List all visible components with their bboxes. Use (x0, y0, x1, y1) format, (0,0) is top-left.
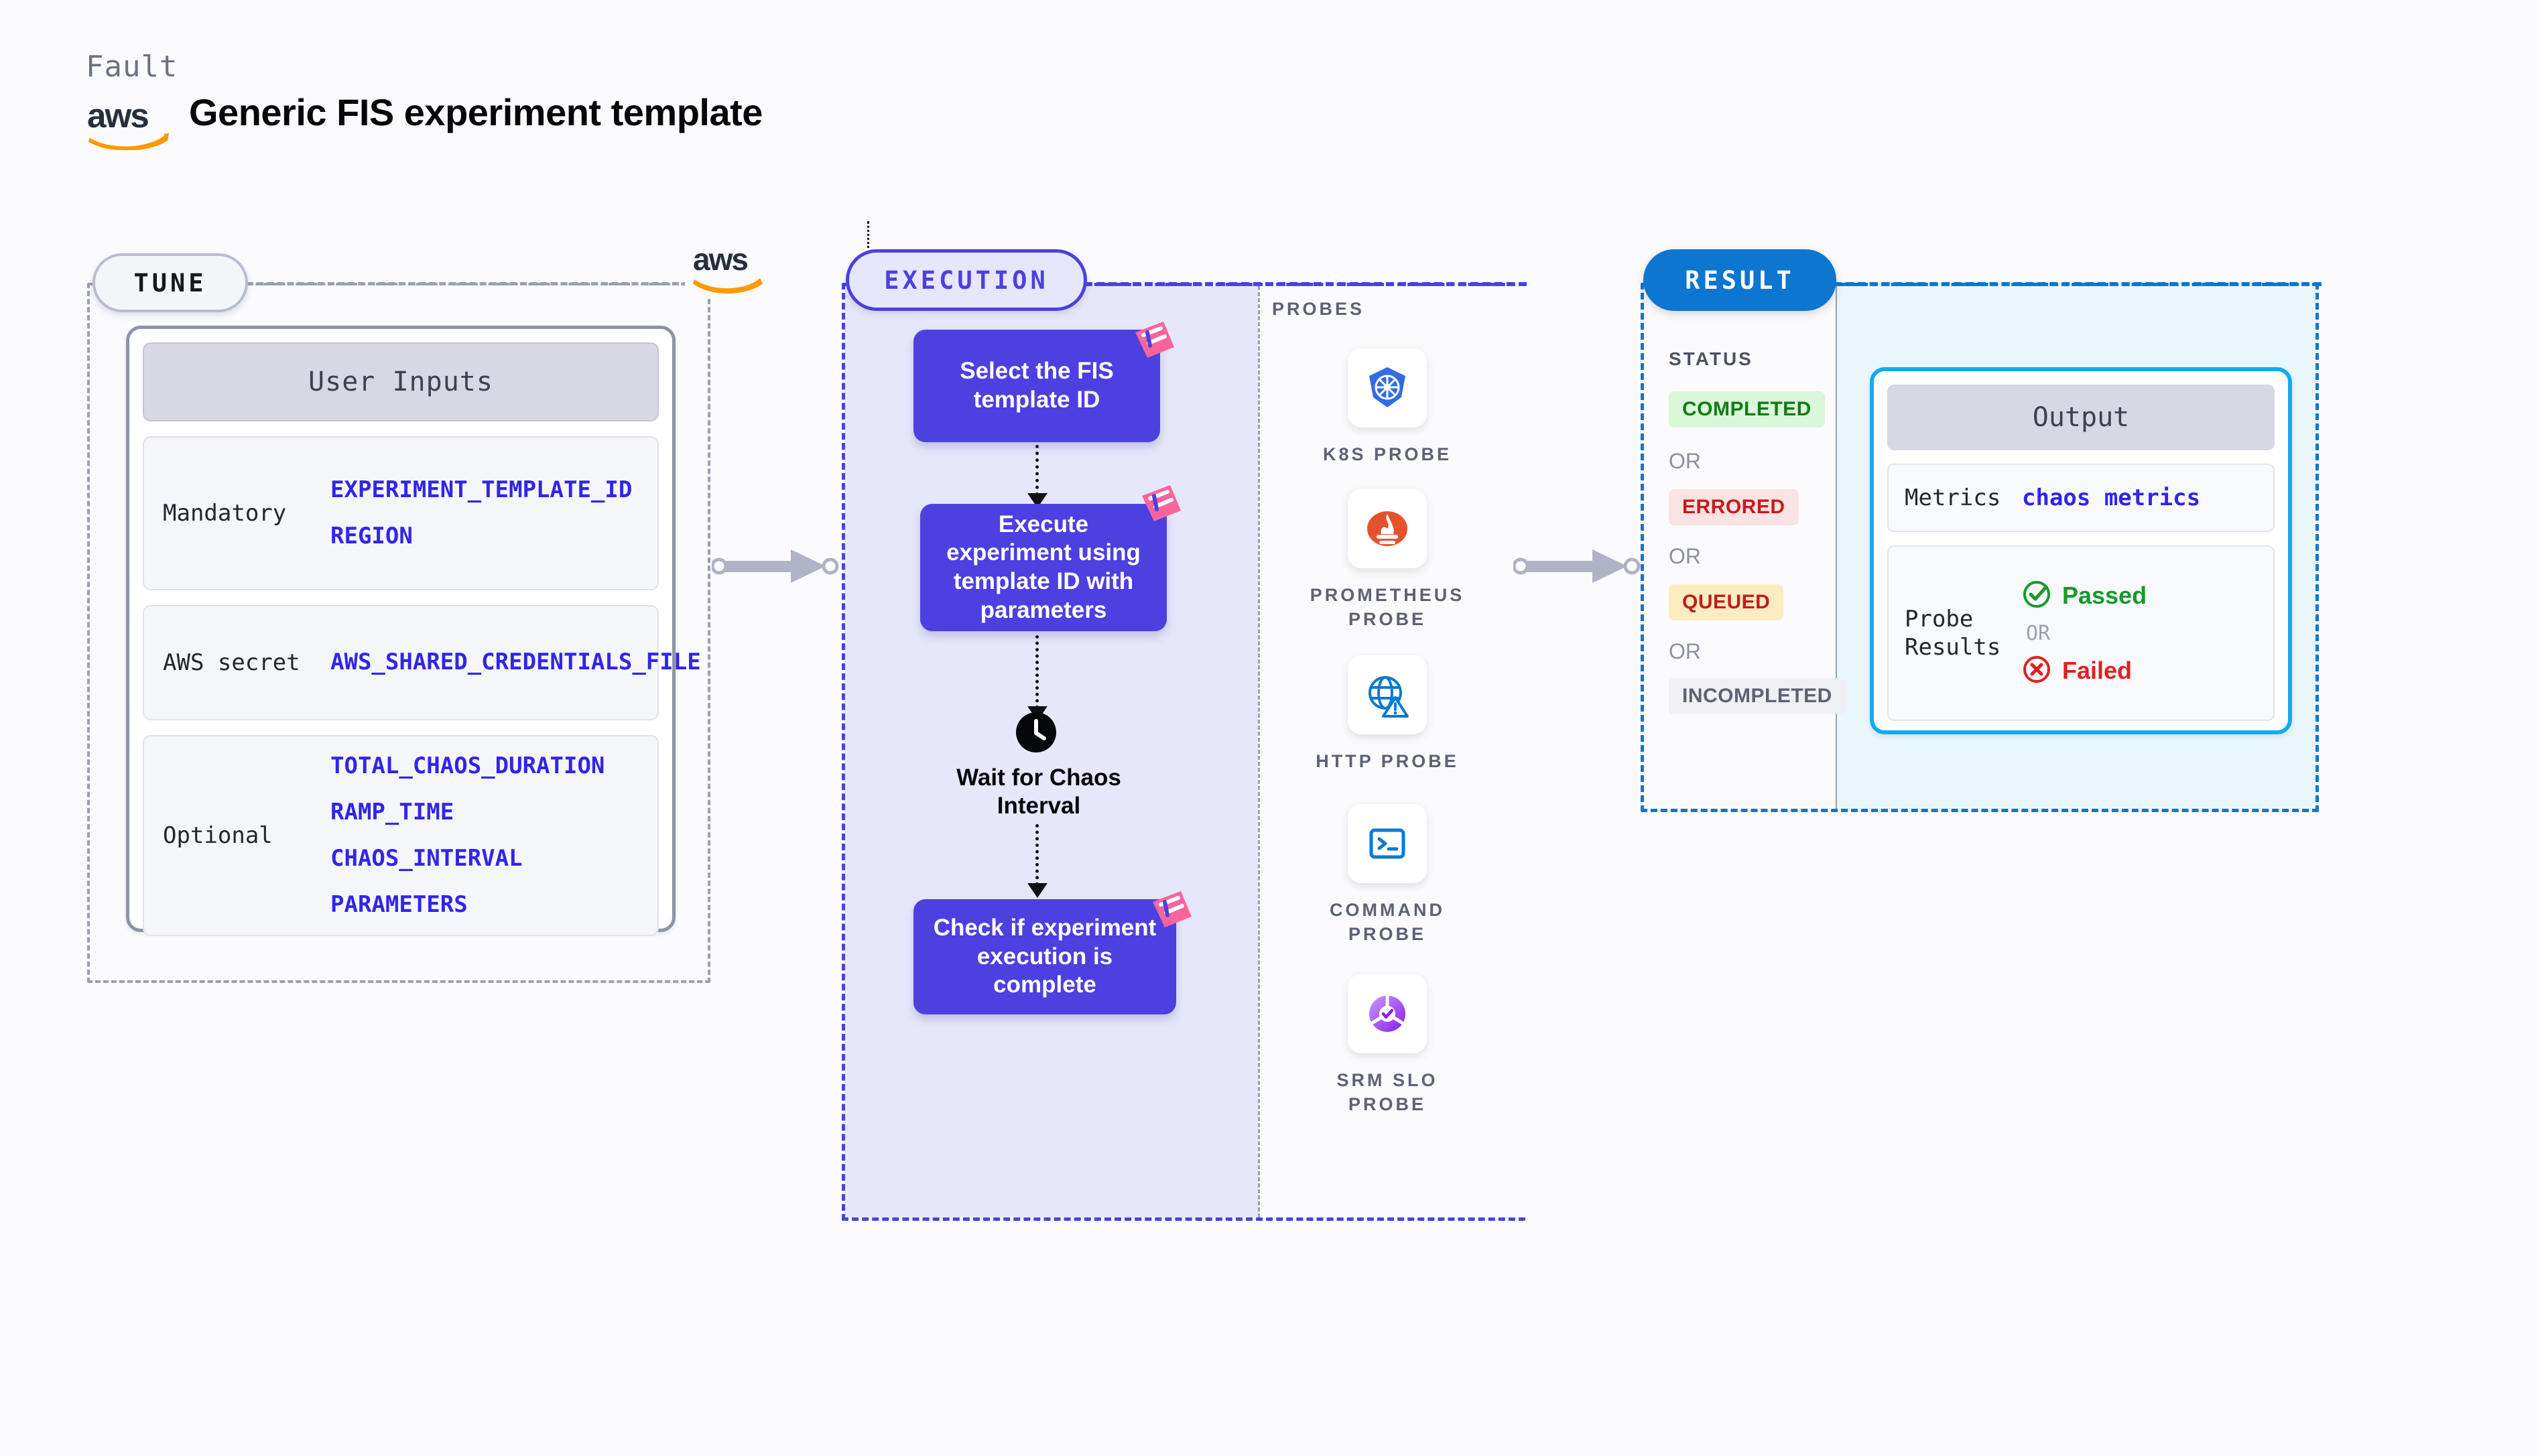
connector-tune-to-execution (710, 543, 846, 593)
check-circle-icon (2022, 580, 2051, 612)
status-badge-incompleted: INCOMPLETED (1669, 678, 1846, 714)
status-or-label: OR (1669, 449, 1701, 473)
tune-value: RAMP_TIME (330, 798, 454, 825)
litmus-icon (1134, 320, 1176, 359)
exec-drop-line (867, 221, 869, 253)
status-or-label: OR (1669, 544, 1701, 568)
probe-item-command[interactable]: COMMAND PROBE (1300, 804, 1474, 947)
tune-row-label: Mandatory (163, 500, 287, 527)
svg-text:aws: aws (87, 96, 148, 135)
tune-value: AWS_SHARED_CREDENTIALS_FILE (330, 649, 701, 676)
tune-row-label: AWS secret (163, 649, 300, 676)
flow-step-select-template[interactable]: Select the FIS template ID (913, 330, 1160, 442)
tune-row-label: Optional (163, 822, 273, 849)
tune-badge[interactable]: TUNE (92, 253, 248, 312)
srm-slo-icon (1348, 974, 1427, 1053)
tune-row-mandatory: Mandatory EXPERIMENT_TEMPLATE_ID REGION (143, 436, 659, 590)
execution-badge[interactable]: EXECUTION (846, 249, 1087, 311)
status-panel (1644, 286, 1837, 809)
result-badge[interactable]: RESULT (1643, 249, 1836, 311)
tune-value: TOTAL_CHAOS_DURATION (330, 752, 605, 779)
flow-arrow-head (1027, 883, 1047, 898)
prometheus-icon (1348, 489, 1427, 568)
probe-item-srm-slo[interactable]: SRM SLO PROBE (1300, 974, 1474, 1117)
exec-leader-line (1084, 282, 1527, 286)
kubernetes-icon (1348, 348, 1427, 427)
flow-step-check-complete[interactable]: Check if experiment execution is complet… (913, 899, 1176, 1014)
probe-item-k8s[interactable]: K8S PROBE (1300, 348, 1474, 466)
litmus-icon (1151, 890, 1193, 929)
connector-execution-to-result (1512, 543, 1647, 593)
probe-label: PROMETHEUS PROBE (1310, 585, 1465, 630)
status-or-label: OR (1669, 639, 1701, 663)
tune-value: EXPERIMENT_TEMPLATE_ID (330, 476, 633, 503)
probes-title: PROBES (1272, 299, 1365, 319)
output-row-metrics: Metrics chaos metrics (1887, 464, 2275, 532)
flow-arrow (1035, 445, 1039, 496)
header-eyebrow: Fault (86, 50, 178, 84)
passed-label: Passed (2062, 582, 2147, 609)
probe-label: COMMAND PROBE (1330, 900, 1445, 945)
probe-result-passed: Passed (2022, 580, 2147, 612)
output-card: Output Metrics chaos metrics Probe Resul… (1870, 367, 2292, 734)
clock-icon (1015, 712, 1057, 753)
flow-arrow (1035, 635, 1039, 709)
output-title: Output (1887, 385, 2275, 450)
tune-leader-line (247, 282, 689, 285)
tune-value: REGION (330, 523, 413, 549)
user-inputs-title: User Inputs (143, 342, 659, 421)
probe-item-prometheus[interactable]: PROMETHEUS PROBE (1300, 489, 1474, 632)
flow-step-execute-experiment[interactable]: Execute experiment using template ID wit… (920, 504, 1167, 631)
metrics-label: Metrics (1905, 484, 2001, 511)
probe-result-or-label: OR (2026, 621, 2051, 645)
terminal-icon (1348, 804, 1427, 883)
tune-row-aws-secret: AWS secret AWS_SHARED_CREDENTIALS_FILE (143, 605, 701, 720)
status-badge-completed: COMPLETED (1669, 391, 1825, 427)
result-leader-line (1834, 282, 2322, 286)
aws-badge-icon: aws (685, 238, 765, 298)
tune-section: User Inputs Mandatory EXPERIMENT_TEMPLAT… (87, 283, 710, 983)
status-title: STATUS (1669, 348, 1753, 369)
page-title: Generic FIS experiment template (189, 91, 763, 133)
user-inputs-card: User Inputs Mandatory EXPERIMENT_TEMPLAT… (126, 326, 701, 936)
tune-value: CHAOS_INTERVAL (330, 845, 523, 872)
litmus-icon (1141, 484, 1182, 523)
x-circle-icon (2022, 655, 2051, 687)
probe-results-label: Probe Results (1905, 605, 2001, 661)
flow-arrow (1035, 824, 1039, 886)
probe-result-failed: Failed (2022, 655, 2147, 687)
metrics-value: chaos metrics (2022, 484, 2201, 511)
probe-item-http[interactable]: HTTP PROBE (1300, 655, 1474, 773)
tune-row-optional: Optional TOTAL_CHAOS_DURATION RAMP_TIME … (143, 735, 659, 936)
tune-value: PARAMETERS (330, 891, 468, 919)
aws-logo: aws (86, 94, 172, 151)
probe-label: HTTP PROBE (1316, 751, 1459, 771)
svg-text:aws: aws (693, 242, 747, 277)
probe-label: K8S PROBE (1322, 444, 1452, 464)
output-row-probe-results: Probe Results Passed OR (1887, 545, 2275, 721)
status-badge-queued: QUEUED (1669, 584, 1784, 620)
probe-label: SRM SLO PROBE (1336, 1070, 1438, 1115)
status-badge-errored: ERRORED (1669, 489, 1799, 525)
wait-for-chaos-interval-label: Wait for Chaos Interval (956, 765, 1121, 819)
probes-panel (1258, 286, 1529, 1217)
http-globe-icon (1348, 655, 1427, 734)
failed-label: Failed (2062, 657, 2133, 684)
